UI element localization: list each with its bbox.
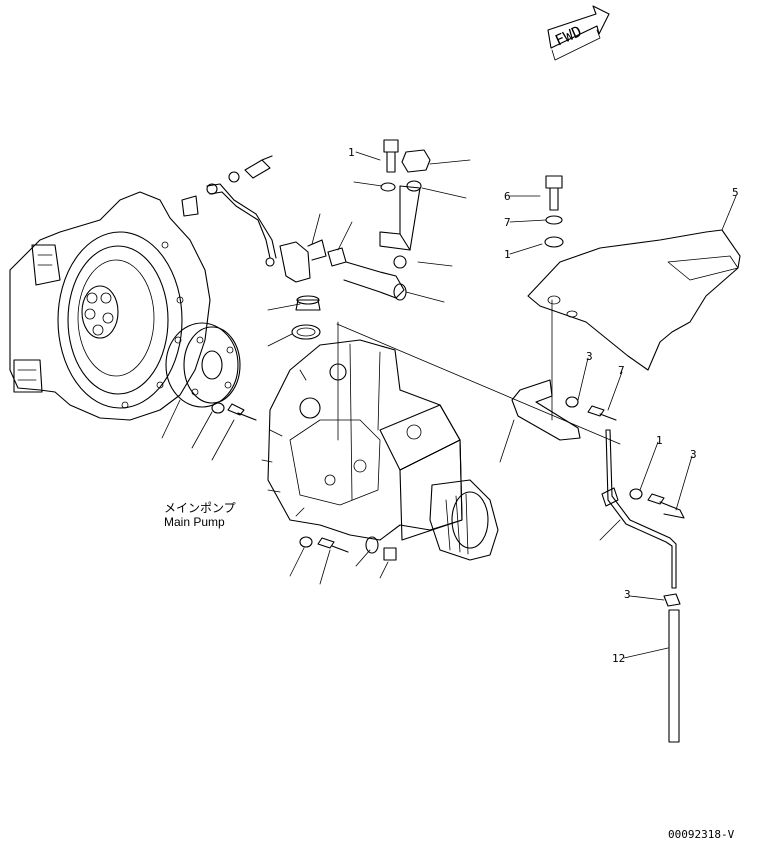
callout-7b: 7 — [618, 364, 625, 377]
pump-cover — [527, 229, 741, 371]
flywheel-housing — [9, 191, 211, 421]
level-gauge-pipe — [601, 429, 685, 743]
callout-1: 1 — [348, 146, 355, 159]
callout-3b: 3 — [690, 448, 697, 461]
callout-1b: 1 — [504, 248, 511, 261]
callout-1c: 1 — [656, 434, 663, 447]
forward-direction-arrow: FWD — [547, 5, 610, 61]
pump-mounting-hardware — [299, 536, 397, 561]
callout-numbers: 1 6 7 5 1 3 7 1 3 3 12 — [348, 146, 739, 665]
coupling-plate — [165, 322, 241, 408]
elbow-fittings — [279, 239, 407, 301]
callout-3c: 3 — [624, 588, 631, 601]
cover-bolt-and-washers — [544, 175, 564, 248]
main-pump-label-jp: メインポンプ — [164, 501, 236, 515]
drawing-number: 00092318-V — [668, 828, 735, 841]
callout-12: 12 — [612, 652, 625, 665]
callout-5: 5 — [732, 186, 739, 199]
cover-mounting-bracket — [511, 379, 617, 441]
callout-7: 7 — [504, 216, 511, 229]
fwd-label: FWD — [552, 22, 584, 49]
breather-hose-assembly — [181, 155, 277, 267]
callout-6: 6 — [504, 190, 511, 203]
coupling-washer-and-bolt — [211, 402, 257, 421]
filler-cap-and-oring — [291, 295, 321, 340]
callout-3: 3 — [586, 350, 593, 363]
main-pump-label-en: Main Pump — [164, 515, 225, 529]
callout-leader-lines — [161, 151, 737, 659]
assembly-guide-lines — [336, 299, 621, 445]
main-pump — [261, 339, 499, 561]
top-bracket-assembly — [379, 139, 431, 269]
